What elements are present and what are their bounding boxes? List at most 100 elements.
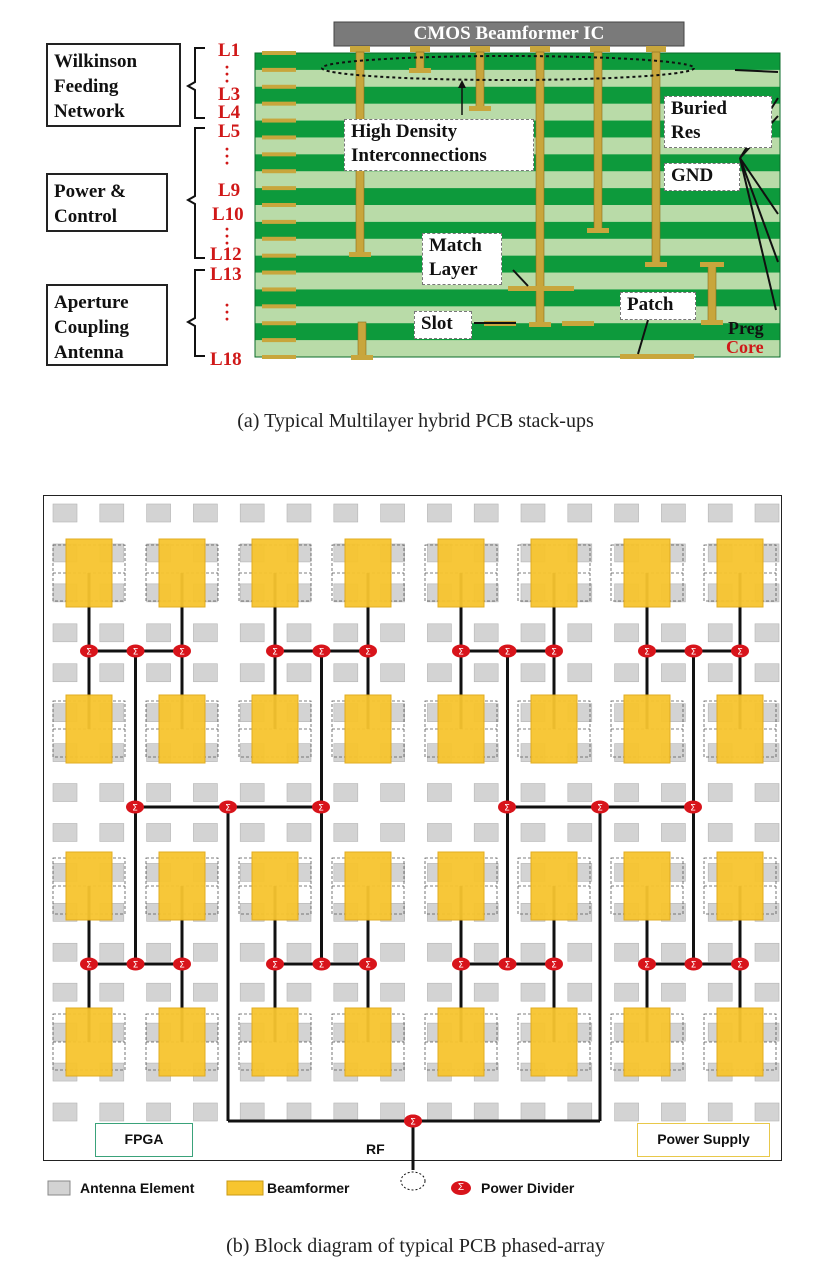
power-supply-label: Power Supply [657, 1131, 750, 1147]
legend-divider-icon: Σ [451, 1181, 471, 1195]
beamformer-chip [65, 538, 113, 608]
antenna-element [661, 503, 686, 523]
divider-symbol: Σ [505, 961, 511, 971]
antenna-element [661, 982, 686, 1002]
antenna-element [520, 623, 546, 643]
antenna-element [146, 982, 171, 1002]
beamformer-chip [623, 694, 671, 764]
edge-pad [262, 270, 296, 275]
edge-pad [262, 253, 296, 258]
power-divider [312, 800, 330, 814]
divider-symbol: Σ [318, 804, 324, 814]
legend-beamformer-swatch [226, 1180, 264, 1196]
divider-symbol: Σ [272, 648, 278, 658]
divider-symbol: Σ [410, 1118, 416, 1128]
edge-pad [262, 186, 296, 191]
legend-antenna-label: Antenna Element [80, 1180, 195, 1196]
antenna-element [193, 982, 218, 1002]
antenna-element [427, 783, 452, 802]
ic-bump [646, 46, 666, 52]
antenna-element [661, 663, 686, 683]
antenna-element [380, 982, 405, 1002]
brace [185, 269, 205, 357]
antenna-element [520, 823, 546, 842]
antenna-element [333, 982, 359, 1002]
antenna-element [380, 623, 405, 643]
antenna-element [614, 503, 639, 523]
board-layer [255, 103, 780, 122]
antenna-element [286, 503, 312, 523]
ic-bump [470, 46, 490, 52]
board-layer [255, 205, 780, 223]
beamformer-chip [716, 851, 764, 921]
group-label-line: Antenna [54, 342, 124, 363]
antenna-element [286, 623, 312, 643]
antenna-element [614, 663, 639, 683]
divider-symbol: Σ [737, 961, 743, 971]
antenna-element [99, 1102, 125, 1122]
power-control-group-box: Power & Control [46, 173, 168, 232]
antenna-element [286, 1102, 312, 1122]
antenna-element [614, 982, 639, 1002]
layer-label-l4: L4 [218, 102, 241, 123]
antenna-element [99, 623, 125, 643]
edge-pad [262, 203, 296, 207]
antenna-element [333, 503, 359, 523]
antenna-element [193, 783, 218, 802]
power-divider [452, 644, 470, 658]
edge-pad [262, 321, 296, 326]
antenna-element [286, 942, 312, 962]
antenna-element [707, 942, 733, 962]
divider-symbol: Σ [551, 648, 557, 658]
group-label-line: Power & [54, 181, 126, 202]
beamformer-chip [158, 851, 206, 921]
antenna-element [333, 942, 359, 962]
antenna-element [473, 982, 499, 1002]
beamformers [65, 538, 764, 1077]
antenna-element [239, 982, 265, 1002]
ic-bump [410, 46, 430, 52]
board-layer [255, 272, 780, 290]
antenna-element [52, 823, 78, 842]
brace [185, 127, 205, 259]
beamformer-chip [65, 1007, 113, 1077]
divider-symbol: Σ [365, 961, 371, 971]
antenna-element [239, 783, 265, 802]
ic-bumps [350, 46, 666, 52]
power-divider [126, 957, 145, 971]
antenna-element [146, 623, 171, 643]
divider-symbol: Σ [691, 648, 697, 658]
callout-line: High Density [351, 121, 458, 142]
antenna-element [754, 982, 780, 1002]
antenna-element [427, 663, 452, 683]
beamformer-chip [158, 1007, 206, 1077]
antenna-element [473, 663, 499, 683]
antenna-element [380, 1102, 405, 1122]
antenna-element [99, 823, 125, 842]
antenna-element [707, 503, 733, 523]
antenna-element [333, 623, 359, 643]
match-trace [508, 286, 574, 291]
beamformer-chip [251, 851, 299, 921]
divider-symbol: Σ [457, 1182, 465, 1193]
power-divider [731, 957, 749, 971]
antenna-element [754, 1102, 780, 1122]
antenna-element [239, 942, 265, 962]
beamformer-chip [437, 1007, 485, 1077]
antenna-element [754, 623, 780, 643]
layer-label-l1: L1 [218, 40, 241, 61]
divider-symbol: Σ [504, 804, 510, 814]
divider-symbol: Σ [597, 804, 603, 814]
divider-symbol: Σ [179, 648, 185, 658]
divider-symbol: Σ [133, 648, 139, 658]
hdi-arrowhead [458, 80, 466, 88]
via-pad [701, 320, 723, 325]
layer-label-l12: L12 [210, 244, 242, 265]
wilkinson-group-box: Wilkinson Feeding Network [46, 43, 181, 127]
beamformer-chip [437, 851, 485, 921]
divider-symbol: Σ [505, 648, 511, 658]
antenna-element [661, 623, 686, 643]
antenna-element [427, 823, 452, 842]
aperture-group-box: Aperture Coupling Antenna [46, 284, 168, 366]
